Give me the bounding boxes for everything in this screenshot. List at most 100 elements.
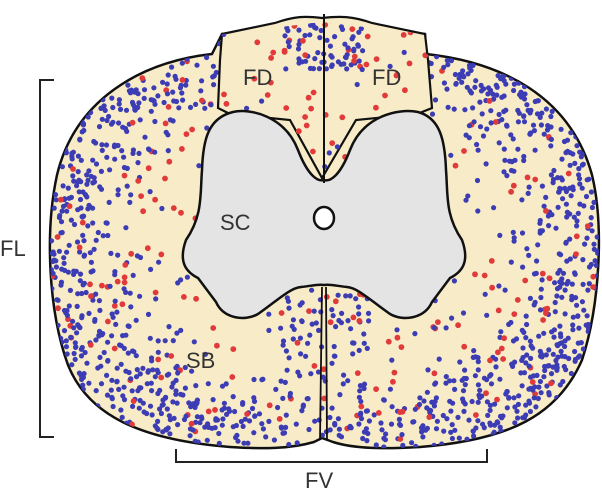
blue-dot [168,417,173,422]
blue-dot [114,310,119,315]
blue-dot [461,388,466,393]
red-dot [70,166,76,172]
blue-dot [541,331,546,336]
blue-dot [493,364,498,369]
blue-dot [113,322,118,327]
blue-dot [425,367,430,372]
blue-dot [330,406,335,411]
blue-dot [485,399,490,404]
blue-dot [553,226,558,231]
blue-dot [528,110,533,115]
blue-dot [335,144,340,149]
blue-dot [471,355,476,360]
blue-dot [538,349,543,354]
red-dot [166,159,172,165]
blue-dot [471,433,476,438]
blue-dot [104,373,109,378]
blue-dot [101,233,106,238]
blue-dot [348,326,353,331]
blue-dot [156,350,161,355]
blue-dot [183,83,188,88]
red-dot [401,32,407,38]
blue-dot [220,416,225,421]
blue-dot [163,338,168,343]
red-dot [55,234,61,240]
red-dot [356,318,362,324]
blue-dot [100,117,105,122]
blue-dot [511,136,516,141]
blue-dot [488,372,493,377]
blue-dot [589,189,594,194]
red-dot [487,358,493,364]
blue-dot [266,419,271,424]
blue-dot [453,72,458,77]
blue-dot [476,400,481,405]
blue-dot [563,367,568,372]
blue-dot [153,374,158,379]
blue-dot [511,88,516,93]
blue-dot [420,423,425,428]
blue-dot [448,409,453,414]
blue-dot [128,304,133,309]
blue-dot [84,182,89,187]
blue-dot [341,373,346,378]
blue-dot [374,442,379,447]
blue-dot [568,163,573,168]
blue-dot [479,88,484,93]
blue-dot [85,206,90,211]
blue-dot [298,302,303,307]
blue-dot [336,59,341,64]
blue-dot [280,431,285,436]
blue-dot [144,411,149,416]
blue-dot [450,422,455,427]
blue-dot [441,429,446,434]
blue-dot [307,32,312,37]
blue-dot [488,108,493,113]
blue-dot [343,55,348,60]
red-dot [328,319,334,325]
blue-dot [69,154,74,159]
blue-dot [528,356,533,361]
blue-dot [498,425,503,430]
red-dot [493,119,499,125]
blue-dot [119,362,124,367]
blue-dot [251,377,256,382]
red-dot [544,306,550,312]
blue-dot [287,355,292,360]
blue-dot [337,433,342,438]
blue-dot [170,399,175,404]
red-dot [402,87,408,93]
blue-dot [51,252,56,257]
blue-dot [303,354,308,359]
red-dot [254,39,260,45]
blue-dot [317,66,322,71]
red-dot [501,335,507,341]
blue-dot [195,414,200,419]
blue-dot [85,223,90,228]
red-dot [333,298,339,304]
blue-dot [566,336,571,341]
blue-dot [551,352,556,357]
blue-dot [92,247,97,252]
blue-dot [357,348,362,353]
blue-dot [324,38,329,43]
blue-dot [559,349,564,354]
blue-dot [590,205,595,210]
red-dot [585,223,591,229]
red-dot [58,197,64,203]
blue-dot [400,443,405,448]
red-dot [139,75,145,81]
blue-dot [132,90,137,95]
blue-dot [511,239,516,244]
red-dot [308,106,314,112]
blue-dot [576,341,581,346]
blue-dot [337,392,342,397]
red-dot [482,273,488,279]
blue-dot [524,314,529,319]
red-dot [295,340,301,346]
blue-dot [432,443,437,448]
red-dot [296,128,302,134]
blue-dot [116,387,121,392]
blue-dot [66,186,71,191]
red-dot [171,205,177,211]
